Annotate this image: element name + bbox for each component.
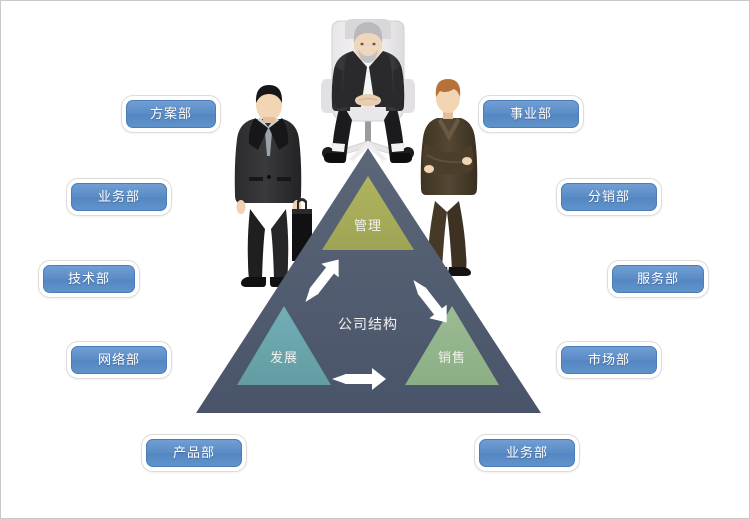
dept-button-product[interactable]: 产品部 [146, 439, 242, 467]
dept-button-plan[interactable]: 方案部 [126, 100, 216, 128]
dept-button-operations-bottom[interactable]: 业务部 [479, 439, 575, 467]
pyramid-segment-management [322, 176, 414, 250]
pyramid-segment-development [237, 306, 331, 385]
dept-button-service[interactable]: 服务部 [612, 265, 704, 293]
dept-button-operations-left[interactable]: 业务部 [71, 183, 167, 211]
dept-button-network[interactable]: 网络部 [71, 346, 167, 374]
pyramid-arrows [305, 259, 447, 390]
dept-button-marketing[interactable]: 市场部 [561, 346, 657, 374]
dept-button-business-unit[interactable]: 事业部 [483, 100, 579, 128]
pyramid-segment-sales [405, 306, 499, 385]
pyramid-label-development: 发展 [269, 351, 298, 366]
dept-button-technology[interactable]: 技术部 [43, 265, 135, 293]
dept-button-distribution[interactable]: 分销部 [561, 183, 657, 211]
pyramid-label-management: 管理 [353, 219, 382, 234]
pyramid-label-center: 公司结构 [338, 317, 398, 333]
figure-seated-executive [321, 19, 415, 163]
pyramid-group [196, 148, 541, 413]
pyramid-label-sales: 销售 [437, 351, 466, 366]
